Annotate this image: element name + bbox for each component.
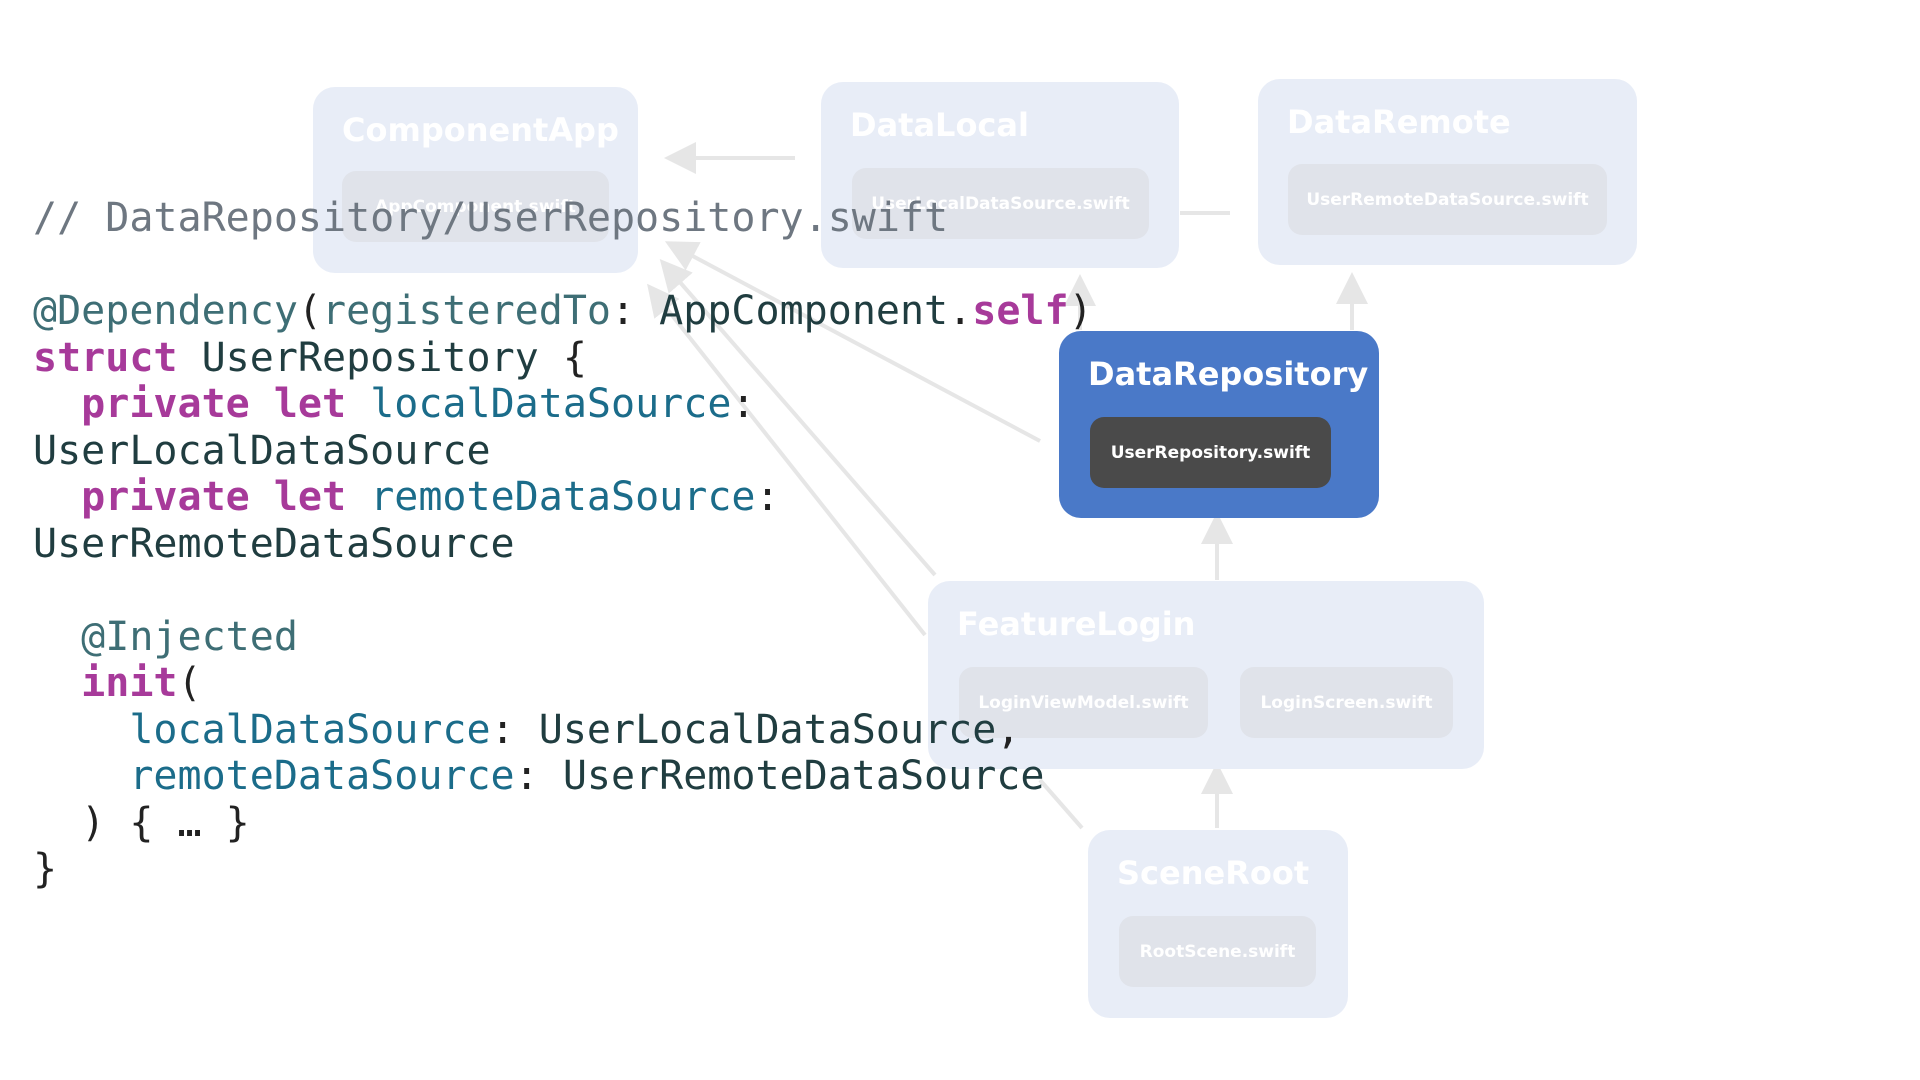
code-comment: // DataRepository/UserRepository.swift: [33, 195, 949, 241]
code-body-placeholder: { … }: [129, 799, 250, 846]
module-datalocal: DataLocal UserLocalDataSource.swift: [821, 82, 1179, 268]
module-featurelogin: FeatureLogin LoginViewModel.swift LoginS…: [928, 581, 1484, 769]
code-param-registeredto: registeredTo: [322, 288, 611, 334]
file-chip: LoginScreen.swift: [1240, 667, 1453, 738]
code-param-remotedatasource: remoteDataSource: [129, 753, 515, 799]
file-chip: RootScene.swift: [1119, 916, 1316, 987]
file-chip: UserRemoteDataSource.swift: [1288, 164, 1607, 235]
code-keyword-let: let: [273, 474, 347, 520]
file-chip: LoginViewModel.swift: [959, 667, 1208, 738]
arrow-featurelogin-to-componentapp-2: [647, 283, 927, 637]
code-prop-remotedatasource: remoteDataSource: [370, 474, 756, 520]
code-snippet: // DataRepository/UserRepository.swift @…: [33, 195, 1093, 892]
module-title: FeatureLogin: [957, 605, 1196, 643]
code-keyword-private: private: [81, 474, 250, 520]
code-keyword-init: init: [81, 660, 178, 706]
arrow-repository-to-componentapp: [664, 241, 1041, 443]
code-attribute-dependency: @Dependency: [33, 288, 298, 334]
code-type-appcomponent: AppComponent: [659, 288, 949, 334]
code-type-userlocaldatasource: UserLocalDataSource: [33, 427, 491, 474]
code-type-userremotedatasource: UserRemoteDataSource: [562, 753, 1045, 799]
file-chip: UserLocalDataSource.swift: [852, 168, 1149, 239]
arrow-featurelogin-to-componentapp: [659, 258, 937, 577]
code-keyword-private: private: [81, 381, 250, 427]
module-title: ComponentApp: [342, 111, 619, 149]
module-componentapp: ComponentApp AppComponent.swift: [313, 87, 638, 273]
code-type-userrepository: UserRepository: [201, 334, 539, 381]
module-title: DataRepository: [1088, 355, 1369, 393]
module-datarepository: DataRepository UserRepository.swift: [1059, 331, 1379, 518]
code-keyword-let: let: [273, 381, 347, 427]
module-title: SceneRoot: [1117, 854, 1310, 892]
code-type-userremotedatasource: UserRemoteDataSource: [33, 520, 515, 567]
module-dataremote: DataRemote UserRemoteDataSource.swift: [1258, 79, 1637, 265]
code-keyword-struct: struct: [33, 334, 178, 381]
file-chip: AppComponent.swift: [342, 171, 609, 242]
module-title: DataLocal: [850, 106, 1029, 144]
code-type-userlocaldatasource: UserLocalDataSource: [538, 706, 997, 753]
arrow-sceneroot-to-componentapp: [1038, 778, 1084, 830]
code-attribute-injected: @Injected: [81, 613, 298, 660]
file-chip-active: UserRepository.swift: [1090, 417, 1331, 488]
code-keyword-self: self: [972, 288, 1069, 334]
module-title: DataRemote: [1287, 103, 1511, 141]
code-prop-localdatasource: localDataSource: [370, 381, 732, 427]
module-sceneroot: SceneRoot RootScene.swift: [1088, 830, 1348, 1018]
code-param-localdatasource: localDataSource: [129, 706, 491, 753]
